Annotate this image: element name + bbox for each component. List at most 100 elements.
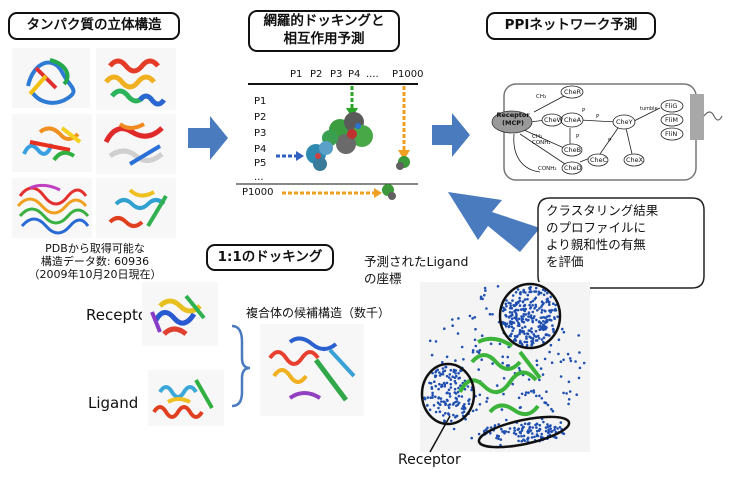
ligand-dot xyxy=(495,384,499,387)
ligand-dot xyxy=(528,329,532,333)
matrix-col-p1000: P1000 xyxy=(392,69,424,80)
ligand-dot xyxy=(454,381,458,385)
ligand-dot xyxy=(540,397,544,400)
docking-images xyxy=(142,282,364,426)
node-cher xyxy=(560,85,584,99)
ligand-dot xyxy=(534,329,538,333)
ligand-dot xyxy=(434,340,438,343)
ligand-dot xyxy=(524,391,528,394)
ligand-dot xyxy=(528,303,531,307)
ligand-dot xyxy=(531,304,534,307)
ligand-dot xyxy=(557,352,560,356)
ligand-dot xyxy=(466,385,470,388)
ligand-dot xyxy=(524,393,527,397)
ligand-dot xyxy=(439,397,443,400)
ligand-dot xyxy=(531,432,534,435)
ligand-dot xyxy=(537,337,541,340)
ligand-dot xyxy=(432,404,436,407)
ligand-dot xyxy=(515,318,518,321)
ligand-dot xyxy=(531,299,535,303)
ligand-dot xyxy=(512,304,515,307)
ligand-dot xyxy=(540,432,544,436)
matrix-col-ellipsis: .... xyxy=(366,69,379,80)
ligand-dot xyxy=(520,423,523,427)
ligand-dot xyxy=(434,410,438,414)
ligand-dot xyxy=(454,396,458,400)
ligand-dot xyxy=(491,362,494,365)
ligand-dot xyxy=(517,366,521,370)
ligand-dot xyxy=(448,392,451,395)
edge-receptor-conh2 xyxy=(513,133,541,173)
ligand-dot xyxy=(438,371,441,374)
ligand-dot xyxy=(545,298,549,301)
ligand-dot xyxy=(498,342,502,346)
ligand-dot xyxy=(518,304,522,307)
ligand-dot xyxy=(565,392,568,395)
ligand-dot xyxy=(509,321,513,324)
ligand-dot xyxy=(530,327,533,330)
ligand-dot xyxy=(434,395,437,399)
ligand-dot xyxy=(452,368,456,372)
matrix-lines xyxy=(236,83,418,200)
protein-image-2 xyxy=(96,48,176,110)
predicted-ligand-line2: の座標 xyxy=(364,271,402,286)
ligand-dot xyxy=(457,401,461,405)
ligand-dot xyxy=(500,427,503,431)
ligand-dot xyxy=(567,398,571,401)
ligand-dot xyxy=(478,349,482,352)
ligand-dot xyxy=(528,335,531,338)
ligand-dot xyxy=(500,408,504,411)
ligand-dot xyxy=(478,403,482,406)
matrix-row-p2: P2 xyxy=(254,112,267,123)
ppi-edge-p4: P xyxy=(608,138,612,144)
cluster-image xyxy=(420,282,590,452)
ligand-dot xyxy=(483,286,487,290)
ligand-dot xyxy=(540,327,544,330)
ligand-dot xyxy=(535,318,538,322)
ligand-dot xyxy=(508,427,512,430)
ligand-dot xyxy=(543,357,547,361)
edge-chey-fli xyxy=(631,107,661,123)
ligand-dot xyxy=(447,376,451,379)
ligand-dot xyxy=(470,436,473,440)
ligand-dot xyxy=(480,358,483,361)
ligand-dot xyxy=(486,426,489,430)
ppi-node-chec-label: CheC xyxy=(590,156,608,164)
edge-chey-chex xyxy=(625,127,633,155)
ppi-receptor-line1: Receptor xyxy=(496,111,530,119)
ligand-dot xyxy=(479,297,483,300)
ligand-dot xyxy=(513,337,517,341)
ligand-dot xyxy=(444,412,447,415)
ligand-dot xyxy=(491,313,494,316)
ligand-dot xyxy=(453,379,457,383)
ligand-dot xyxy=(545,390,548,393)
ligand-dot xyxy=(502,306,505,309)
ligand-dot xyxy=(528,286,531,290)
ligand-dot xyxy=(534,303,537,307)
ligand-dot xyxy=(542,320,545,323)
ligand-dot xyxy=(548,424,552,428)
ligand-dot xyxy=(534,286,538,290)
ppi-edge-ch3: CH₃ xyxy=(536,94,547,100)
ligand-dot xyxy=(511,313,514,317)
ligand-dot xyxy=(484,289,487,292)
arrow-structure-to-docking xyxy=(188,116,228,160)
pdb-info-line1: PDBから取得可能な xyxy=(45,242,145,255)
ligand-dot xyxy=(538,423,542,427)
ligand-dot xyxy=(454,359,457,362)
ligand-dot xyxy=(534,423,537,427)
ligand-dot xyxy=(559,375,563,378)
pdb-info: PDBから取得可能な 構造データ数: 60936 （2009年10月20日現在） xyxy=(2,242,188,281)
ligand-dot xyxy=(473,338,477,342)
ligand-dot xyxy=(511,382,514,386)
ligand-dot xyxy=(515,312,518,316)
ligand-dot xyxy=(548,334,551,337)
ligand-dot xyxy=(511,329,514,333)
ligand-dot xyxy=(542,336,546,339)
ligand-dot xyxy=(535,433,539,436)
ligand-dot xyxy=(527,391,530,394)
ligand-dot xyxy=(538,320,541,323)
ligand-dot xyxy=(546,291,549,295)
ligand-dot xyxy=(527,315,530,318)
ligand-dot xyxy=(566,352,570,356)
